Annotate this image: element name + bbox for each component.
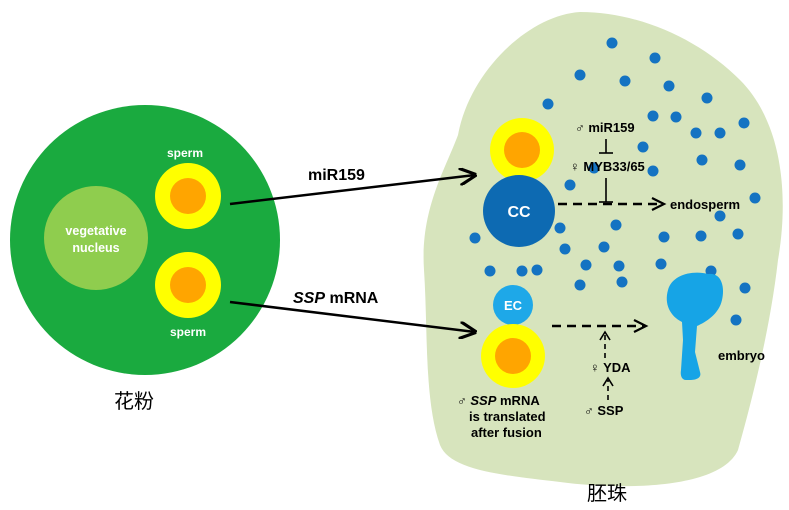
female-yda-label: ♀ YDA bbox=[590, 360, 631, 375]
sperm-bottom-label: sperm bbox=[170, 325, 206, 339]
embryo-label: embryo bbox=[718, 348, 765, 363]
ssp-arrow-label: SSP mRNA bbox=[293, 290, 379, 307]
female-myb-label: ♀ MYB33/65 bbox=[570, 159, 645, 174]
vegetative-nucleus bbox=[44, 186, 148, 290]
vegetative-label-line2: nucleus bbox=[72, 241, 119, 255]
endosperm-label: endosperm bbox=[670, 197, 740, 212]
mir159-arrow bbox=[229, 175, 475, 206]
central-cell-label: CC bbox=[507, 204, 531, 221]
pollen-caption: 花粉 bbox=[114, 389, 154, 413]
translated-note-line1: ♂ SSP mRNA bbox=[457, 393, 540, 408]
translated-note-line2: is translated bbox=[469, 409, 546, 424]
yda-arrowhead bbox=[599, 330, 611, 341]
embryo-shape bbox=[666, 272, 724, 380]
mir159-arrow-label: miR159 bbox=[308, 167, 365, 184]
egg-cell bbox=[493, 285, 533, 325]
translated-note-line3: after fusion bbox=[471, 425, 542, 440]
endosperm-nuclei bbox=[469, 37, 761, 326]
central-cell bbox=[483, 175, 555, 247]
vegetative-label-line1: vegetative bbox=[65, 224, 126, 238]
ovule-sperm-bottom-nucleus bbox=[495, 338, 531, 374]
ovule-caption: 胚珠 bbox=[587, 481, 627, 505]
cc-to-endosperm-arrowhead bbox=[651, 197, 667, 211]
sperm-top-label: sperm bbox=[167, 146, 203, 160]
male-ssp-label: ♂ SSP bbox=[584, 403, 624, 418]
egg-cell-label: EC bbox=[504, 298, 523, 313]
pollen-sperm-top-nucleus bbox=[170, 178, 206, 214]
pollen-sperm-bottom-nucleus bbox=[170, 267, 206, 303]
male-mir159-label: ♂ miR159 bbox=[575, 120, 635, 135]
ssp-arrowhead bbox=[602, 376, 614, 387]
zygote-to-embryo-arrowhead bbox=[633, 319, 649, 333]
ovule-sperm-top-nucleus bbox=[504, 132, 540, 168]
ssp-arrow bbox=[229, 300, 475, 332]
